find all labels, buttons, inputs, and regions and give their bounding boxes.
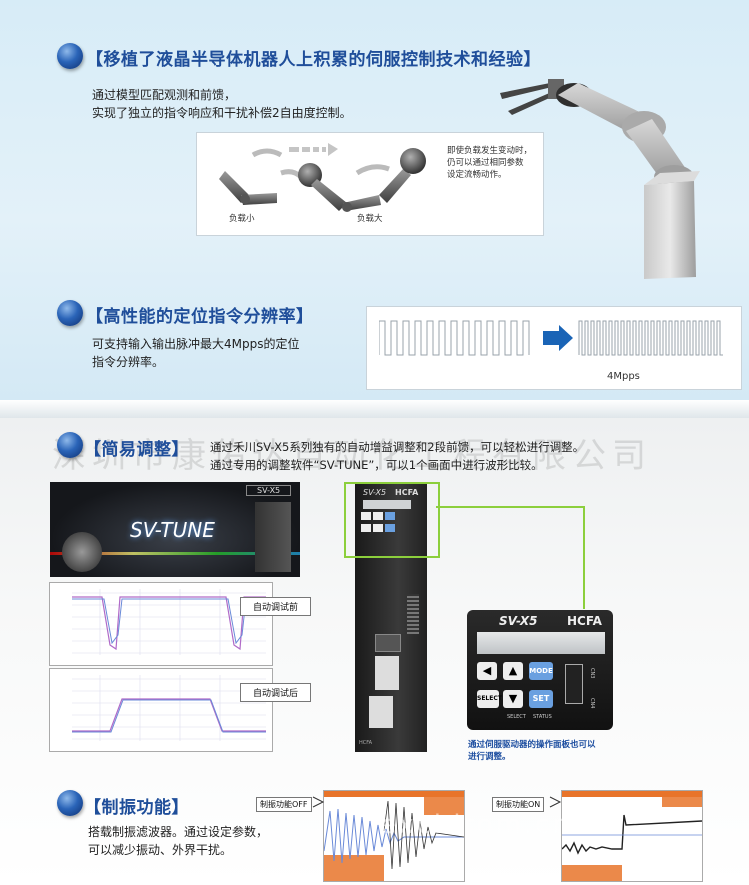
pulse-label: 4Mpps [607, 371, 640, 382]
pulse-diagram-box: 4Mpps [366, 306, 742, 390]
panel-highlight-box [344, 482, 440, 558]
select-indicator-label: SELECT [507, 714, 526, 720]
waveform-after-chart [49, 668, 273, 752]
left-arrow-key[interactable]: ◀ [477, 662, 497, 680]
set-key[interactable]: SET [529, 690, 553, 708]
load-diagram-box: 负载小 负载大 即使负载发生变动时， 仍可以通过相同参数 设定流畅动作。 [196, 132, 544, 236]
watermark-2: excidrom.cn [380, 810, 572, 840]
section3-text-line1: 通过禾川SV-X5系列独有的自动增益调整和2段前馈，可以轻松进行调整。 [210, 440, 585, 454]
down-arrow-key[interactable]: ▼ [503, 690, 523, 708]
drive-display [363, 500, 411, 509]
label-after-tuning: 自动调试后 [240, 683, 312, 702]
robot-arm-image [500, 79, 700, 279]
up-arrow-key[interactable]: ▲ [503, 662, 523, 680]
servo-drive-image [255, 502, 291, 572]
section2-text-line1: 可支持输入输出脉冲最大4Mpps的定位 [92, 337, 300, 351]
sv-tune-banner: SV-TUNE SV-X5 [50, 482, 300, 577]
section1-text-line2: 实现了独立的指令响应和干扰补偿2自由度控制。 [92, 106, 352, 120]
cn-port [565, 664, 583, 704]
drive-terminal-upper [375, 656, 399, 690]
pointer-arrow-icon [549, 796, 562, 808]
section-divider [0, 400, 749, 418]
robot-arm-load-diagram [219, 143, 426, 212]
note-line1: 即使负载发生变动时， [447, 146, 533, 156]
section4-text-line2: 可以减少振动、外界干扰。 [88, 843, 233, 857]
section2-text-line2: 指令分辨率。 [92, 355, 165, 369]
drive-terminal-lower [369, 696, 393, 728]
bullet-ball-icon [57, 43, 83, 69]
servo-drive-device: SV-X5 HCFA HCFA [355, 484, 427, 752]
section2-heading: 【高性能的定位指令分辨率】 [86, 307, 314, 327]
drive-brand-label: HCFA [395, 488, 419, 497]
waveform-after-svg [72, 675, 266, 741]
section3-text-line2: 通过专用的调整软件“SV-TUNE”，可以1个画面中进行波形比较。 [210, 458, 543, 472]
callout-connector-line [436, 506, 585, 609]
label-large-load: 负载大 [357, 214, 383, 224]
drive-port [375, 634, 401, 652]
panel-caption-line1: 通过伺服驱动器的操作面板也可以 [468, 740, 596, 750]
bullet-ball-icon [57, 432, 83, 458]
select-key[interactable]: SELECT [477, 690, 502, 708]
section1-heading: 【移植了液晶半导体机器人上积累的伺服控制技术和经验】 [86, 50, 541, 70]
waveform-before-chart [49, 582, 273, 666]
label-small-load: 负载小 [229, 214, 255, 224]
panel-lcd-display [477, 632, 605, 654]
section4-text-line1: 搭载制振滤波器。通过设定参数， [88, 825, 269, 839]
watermark: 深圳市康佑达自动化工程有限公司 [52, 436, 652, 476]
operation-panel-enlarged: SV-X5 HCFA ◀ ▲ MODE SELECT ▼ SET SELECT … [467, 610, 613, 730]
pointer-arrow-icon [312, 796, 325, 808]
drive-connector [407, 594, 419, 634]
servo-motor-image [62, 532, 102, 572]
waveform-before-svg [72, 589, 266, 655]
arrow-right-icon [543, 325, 573, 351]
vibration-off-chart [323, 790, 465, 882]
drive-set-key[interactable] [385, 524, 395, 532]
sv-tune-logo: SV-TUNE [130, 518, 215, 542]
pulse-waveform [379, 320, 723, 356]
mode-key[interactable]: MODE [529, 662, 553, 680]
drive-mode-key[interactable] [385, 512, 395, 520]
drive-footer-brand: HCFA [359, 740, 373, 746]
panel-model-label: SV-X5 [499, 614, 538, 628]
cn3-label: CN3 [589, 668, 595, 679]
panel-brand-label: HCFA [567, 614, 602, 628]
note-line3: 设定流畅动作。 [447, 170, 507, 180]
model-tag: SV-X5 [246, 485, 292, 496]
label-vibration-off: 制振功能OFF [256, 797, 312, 812]
drive-up-key[interactable] [373, 512, 383, 520]
note-line2: 仍可以通过相同参数 [447, 158, 524, 168]
bullet-ball-icon [57, 790, 83, 816]
cn4-label: CN4 [589, 698, 595, 709]
vibration-on-chart [561, 790, 703, 882]
drive-select-key[interactable] [361, 524, 371, 532]
label-before-tuning: 自动调试前 [240, 597, 312, 616]
section3-heading: 【简易调整】 [84, 440, 189, 460]
drive-down-key[interactable] [373, 524, 383, 532]
section1-text-line1: 通过模型匹配观测和前馈， [92, 88, 237, 102]
label-vibration-on: 制振功能ON [492, 797, 545, 812]
drive-left-key[interactable] [361, 512, 371, 520]
bullet-ball-icon [57, 300, 83, 326]
vibration-on-svg [562, 791, 702, 881]
drive-model-label: SV-X5 [363, 488, 387, 497]
status-indicator-label: STATUS [533, 714, 552, 720]
section4-heading: 【制振功能】 [84, 798, 189, 818]
panel-caption-line2: 进行调整。 [468, 752, 511, 762]
vibration-off-svg [324, 791, 464, 881]
